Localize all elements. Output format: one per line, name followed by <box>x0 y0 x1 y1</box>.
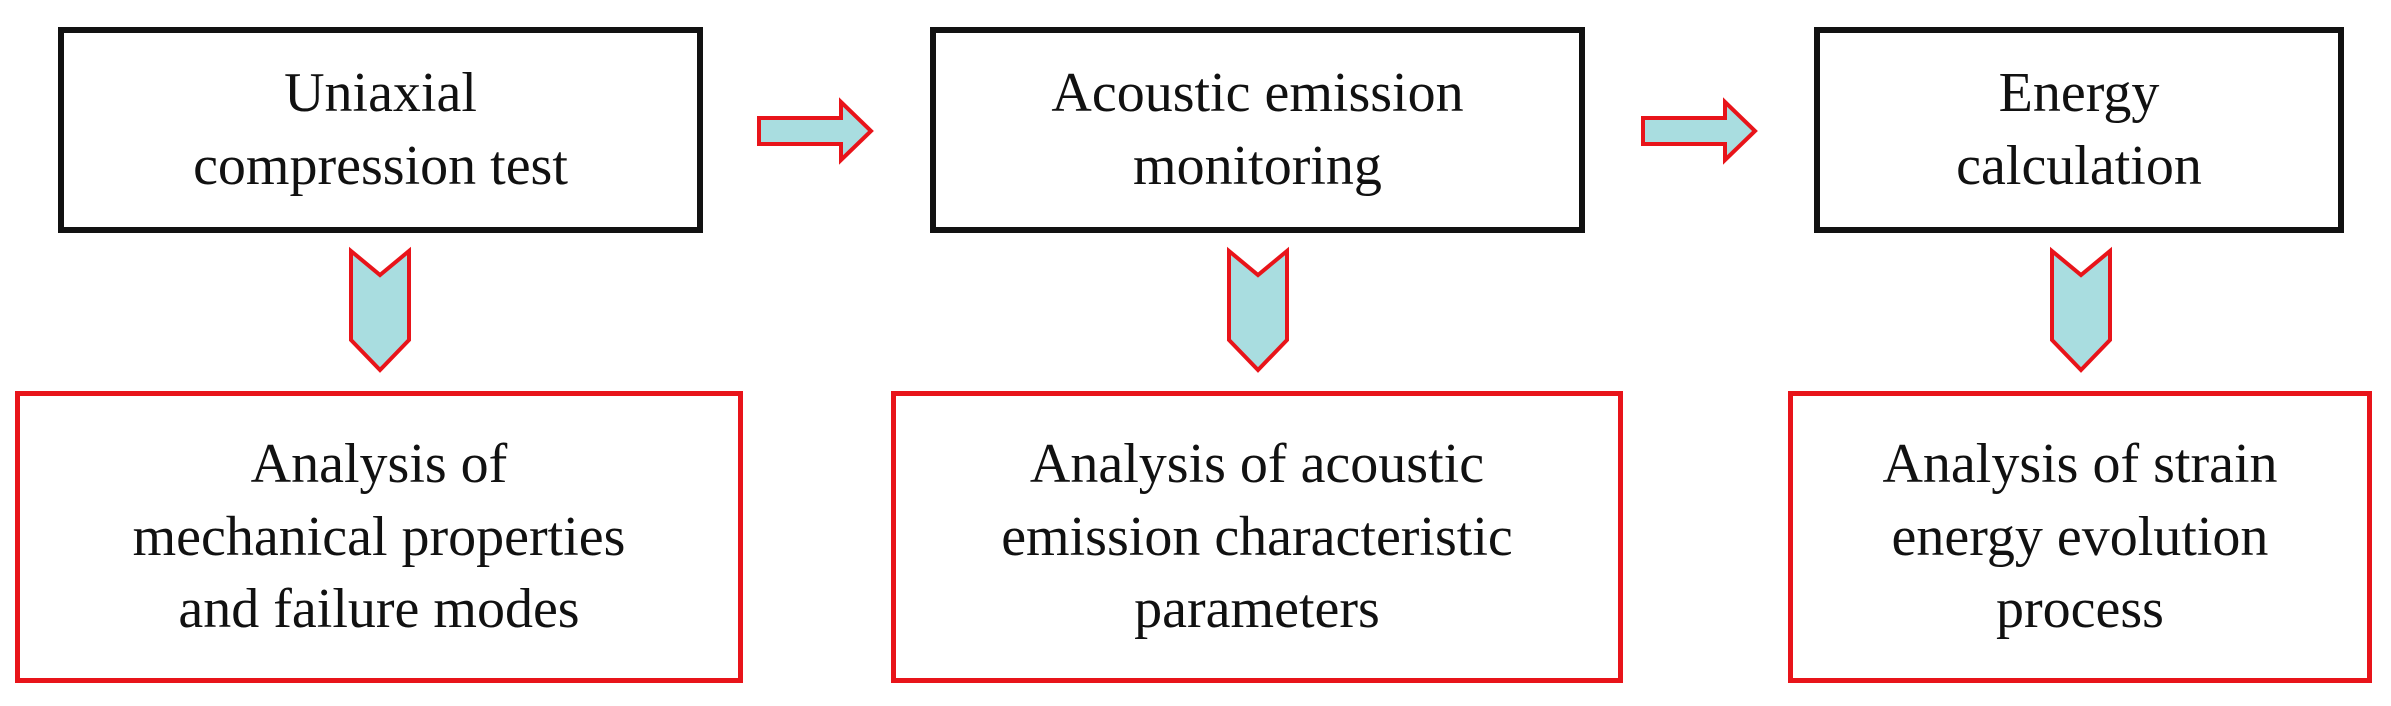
right-arrow-icon <box>757 97 874 165</box>
step-box-energy-calculation: Energy calculation <box>1814 27 2344 233</box>
step-box-acoustic-emission-monitoring: Acoustic emission monitoring <box>930 27 1585 233</box>
step-label: Energy calculation <box>1956 62 2202 197</box>
step-box-uniaxial-compression: Uniaxial compression test <box>58 27 703 233</box>
down-arrow-icon <box>349 246 411 373</box>
analysis-box-mechanical-properties: Analysis of mechanical properties and fa… <box>15 391 743 683</box>
down-arrow-icon <box>1227 246 1289 373</box>
analysis-label: Analysis of acoustic emission characteri… <box>1001 432 1513 641</box>
analysis-box-acoustic-emission-parameters: Analysis of acoustic emission characteri… <box>891 391 1623 683</box>
right-arrow-icon <box>1641 97 1758 165</box>
step-label: Acoustic emission monitoring <box>1051 62 1464 197</box>
step-label: Uniaxial compression test <box>193 62 568 197</box>
analysis-label: Analysis of mechanical properties and fa… <box>132 432 626 641</box>
analysis-box-strain-energy-evolution: Analysis of strain energy evolution proc… <box>1788 391 2372 683</box>
analysis-label: Analysis of strain energy evolution proc… <box>1882 432 2278 641</box>
down-arrow-icon <box>2050 246 2112 373</box>
